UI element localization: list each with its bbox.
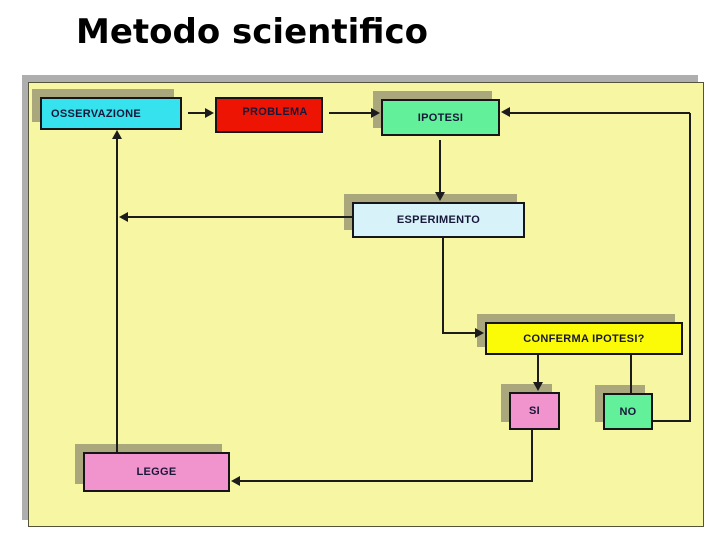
- flow-node-osservazione: OSSERVAZIONE: [40, 97, 182, 130]
- edge-no-feedback-right-rail: [689, 113, 691, 422]
- flow-node-legge: LEGGE: [83, 452, 230, 492]
- arrowhead-into-ipotesi-right: [501, 107, 510, 117]
- flow-node-esperimento: ESPERIMENTO: [352, 202, 525, 238]
- flow-node-problema: PROBLEMA: [215, 97, 323, 133]
- arrowhead-into-si: [533, 382, 543, 391]
- edge-esperimento-conferma-vertical: [442, 238, 444, 334]
- node-label-legge: LEGGE: [136, 466, 177, 478]
- edge-osservazione-problema: [188, 112, 208, 114]
- edge-no-feedback-top: [510, 112, 690, 114]
- edge-esperimento-left-rail: [127, 216, 352, 218]
- arrowhead-into-legge: [231, 476, 240, 486]
- arrowhead-into-esperimento: [435, 192, 445, 201]
- edge-problema-ipotesi: [329, 112, 373, 114]
- slide-title: Metodo scientifico: [76, 12, 428, 52]
- node-label-problema: PROBLEMA: [242, 106, 308, 118]
- edge-esperimento-conferma-horizontal: [442, 332, 478, 334]
- node-label-conferma-ipotesi: CONFERMA IPOTESI?: [523, 332, 645, 345]
- edge-no-feedback-bottom: [653, 420, 691, 422]
- edge-conferma-si: [537, 355, 539, 386]
- flow-node-no: NO: [603, 393, 653, 430]
- edge-legge-osservazione: [116, 134, 118, 452]
- arrowhead-into-conferma: [475, 328, 484, 338]
- flow-node-si: SI: [509, 392, 560, 430]
- node-label-no: NO: [619, 405, 637, 418]
- edge-conferma-no: [630, 355, 632, 393]
- arrowhead-into-osservazione: [112, 130, 122, 139]
- arrowhead-into-ipotesi: [371, 108, 380, 118]
- node-label-si: SI: [529, 405, 540, 417]
- edge-ipotesi-esperimento: [439, 140, 441, 194]
- arrowhead-into-problema: [205, 108, 214, 118]
- edge-si-legge-vertical: [531, 430, 533, 482]
- edge-si-legge-horizontal: [240, 480, 533, 482]
- flow-node-ipotesi: IPOTESI: [381, 99, 500, 136]
- node-label-esperimento: ESPERIMENTO: [396, 214, 481, 226]
- node-label-ipotesi: IPOTESI: [417, 111, 464, 124]
- flow-node-conferma-ipotesi: CONFERMA IPOTESI?: [485, 322, 683, 355]
- arrowhead-into-left-rail: [119, 212, 128, 222]
- node-label-osservazione: OSSERVAZIONE: [51, 107, 141, 120]
